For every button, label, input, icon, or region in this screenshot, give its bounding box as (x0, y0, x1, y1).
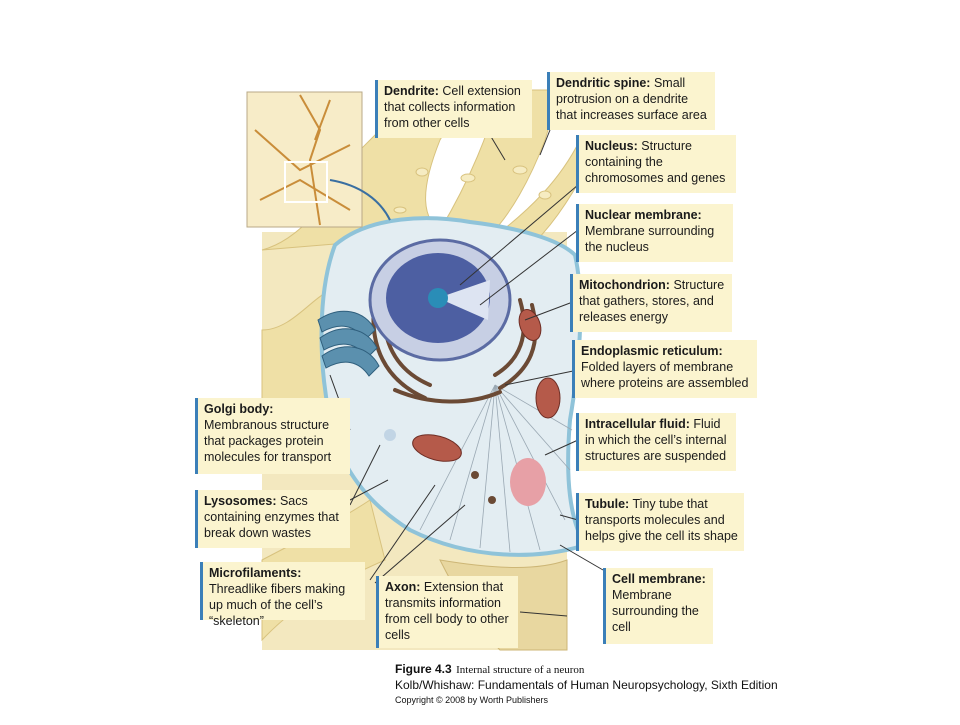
label-nuclear-membrane: Nuclear membrane: Membrane surrounding t… (576, 204, 733, 262)
endoplasmic-reticulum-desc: Folded layers of membrane where proteins… (581, 360, 749, 390)
label-mitochondrion: Mitochondrion: Structure that gathers, s… (570, 274, 732, 332)
tubule-desc: Tiny tube that transports molecules and … (585, 497, 738, 543)
cell-membrane-term: Cell membrane: (612, 572, 706, 586)
label-lysosomes: Lysosomes: Sacs containing enzymes that … (195, 490, 350, 548)
label-axon: Axon: Extension that transmits informati… (376, 576, 518, 648)
inset-highlight (284, 161, 328, 203)
figure-caption: Figure 4.3 Internal structure of a neuro… (395, 660, 584, 678)
intracellular-fluid-term: Intracellular fluid: (585, 417, 690, 431)
nucleolus (428, 288, 448, 308)
label-endoplasmic-reticulum: Endoplasmic reticulum: Folded layers of … (572, 340, 757, 398)
endoplasmic-reticulum-term: Endoplasmic reticulum: (581, 344, 723, 358)
mitochondrion-desc: Structure that gathers, stores, and rele… (579, 278, 725, 324)
label-intracellular-fluid: Intracellular fluid: Fluid in which the … (576, 413, 736, 471)
dendritic-spine-term: Dendritic spine: (556, 76, 651, 90)
inset-arrow (329, 179, 391, 221)
nucleus-desc: Structure containing the chromosomes and… (585, 139, 726, 185)
label-tubule: Tubule: Tiny tube that transports molecu… (576, 493, 744, 551)
lysosomes-term: Lysosomes: (204, 494, 277, 508)
nuclear-membrane-term: Nuclear membrane: (585, 208, 702, 222)
mitochondrion-term: Mitochondrion: (579, 278, 670, 292)
lysosomes-desc: Sacs containing enzymes that break down … (204, 494, 339, 540)
copyright-notice: Copyright © 2008 by Worth Publishers (395, 695, 549, 705)
book-citation: Kolb/Whishaw: Fundamentals of Human Neur… (395, 678, 778, 692)
inset-neuron-panel (246, 91, 363, 228)
nucleus-cutaway (438, 280, 490, 320)
dendrite-desc: Cell extension that collects information… (384, 84, 521, 130)
nuclear-membrane-desc: Membrane surrounding the nucleus (585, 224, 715, 254)
label-dendritic-spine: Dendritic spine: Small protrusion on a d… (547, 72, 715, 130)
figure-number: Figure 4.3 (395, 662, 452, 676)
mitochondria (412, 309, 561, 462)
axon-term: Axon: (385, 580, 421, 594)
golgi-body-desc: Membranous structure that packages prote… (204, 418, 332, 464)
label-dendrite: Dendrite: Cell extension that collects i… (375, 80, 532, 138)
leader-lines (329, 129, 604, 617)
axon-desc: Extension that transmits information fro… (385, 580, 509, 642)
nucleus-term: Nucleus: (585, 139, 638, 153)
lysosomes-shape (384, 429, 546, 506)
golgi-body-shape (317, 310, 380, 377)
microfilaments-term: Microfilaments: (209, 566, 302, 580)
intracellular-fluid-desc: Fluid in which the cell’s internal struc… (585, 417, 727, 463)
dendritic-spine-desc: Small protrusion on a dendrite that incr… (556, 76, 707, 122)
cell-membrane-desc: Membrane surrounding the cell (612, 588, 699, 634)
golgi-body-term: Golgi body: (204, 402, 274, 416)
dendrite-term: Dendrite: (384, 84, 439, 98)
inset-neurons (254, 94, 351, 226)
label-microfilaments: Microfilaments: Threadlike fibers making… (200, 562, 365, 628)
figure-subtitle: Internal structure of a neuron (456, 664, 585, 676)
microfilaments-desc: Threadlike fibers making up much of the … (209, 582, 346, 628)
label-golgi-body: Golgi body: Membranous structure that pa… (195, 398, 350, 474)
tubule-term: Tubule: (585, 497, 630, 511)
label-nucleus: Nucleus: Structure containing the chromo… (576, 135, 736, 193)
label-cell-membrane: Cell membrane: Membrane surrounding the … (603, 568, 713, 644)
